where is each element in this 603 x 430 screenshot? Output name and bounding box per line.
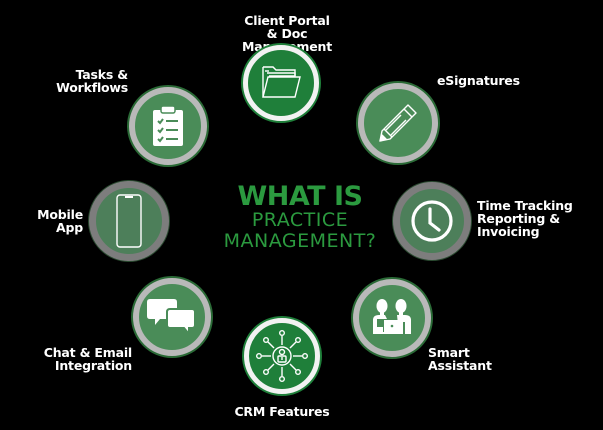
- crm-features-label: CRM Features: [222, 405, 342, 418]
- title-line-3: MANAGEMENT?: [223, 230, 377, 252]
- crm-features-label-line: CRM Features: [234, 404, 330, 419]
- network-person-icon: [256, 330, 309, 383]
- mobile-app-node[interactable]: [89, 181, 169, 261]
- chat-email-label-line: Integration: [54, 358, 132, 373]
- smart-assistant-label-line: Smart: [428, 345, 470, 360]
- smart-assistant-label: Smart Assistant: [428, 346, 548, 372]
- esignatures-label: eSignatures: [437, 74, 557, 87]
- chat-email-node[interactable]: [133, 278, 211, 356]
- pencil-icon: [379, 104, 417, 142]
- title-line-2: PRACTICE: [251, 209, 349, 231]
- people-laptop-icon: [373, 299, 411, 334]
- mobile-app-label: Mobile App: [20, 208, 83, 234]
- folder-icon: [262, 66, 301, 98]
- clipboard-checklist-icon: [153, 105, 183, 146]
- chat-bubbles-icon: [147, 299, 196, 337]
- chat-email-label-line: Chat & Email: [43, 345, 132, 360]
- esignatures-label-line: eSignatures: [437, 73, 520, 88]
- title-line-1: WHAT IS: [237, 181, 364, 212]
- tasks-workflows-node[interactable]: [129, 87, 207, 165]
- client-portal-label-line: Client Portal: [244, 13, 330, 28]
- mobile-app-label-line: Mobile: [37, 207, 83, 222]
- time-tracking-node[interactable]: [393, 182, 471, 260]
- time-tracking-label-line: Time Tracking: [477, 198, 573, 213]
- tasks-workflows-label: Tasks & Workflows: [30, 68, 128, 94]
- center-title: WHAT IS PRACTICE MANAGEMENT?: [205, 183, 395, 252]
- tasks-workflows-label-line: Workflows: [56, 80, 128, 95]
- client-portal-node[interactable]: [243, 45, 319, 121]
- chat-email-label: Chat & Email Integration: [20, 346, 132, 372]
- smart-assistant-label-line: Assistant: [428, 358, 492, 373]
- time-tracking-label: Time Tracking Reporting & Invoicing: [477, 199, 597, 238]
- clock-icon: [411, 200, 453, 242]
- tasks-workflows-label-line: Tasks &: [75, 67, 129, 82]
- crm-features-node[interactable]: [244, 318, 320, 394]
- esignatures-node[interactable]: [358, 83, 438, 163]
- mobile-app-label-line: App: [56, 220, 83, 235]
- time-tracking-label-line: Reporting &: [477, 211, 560, 226]
- smart-assistant-node[interactable]: [353, 279, 431, 357]
- time-tracking-label-line: Invoicing: [477, 224, 540, 239]
- smartphone-icon: [116, 194, 142, 248]
